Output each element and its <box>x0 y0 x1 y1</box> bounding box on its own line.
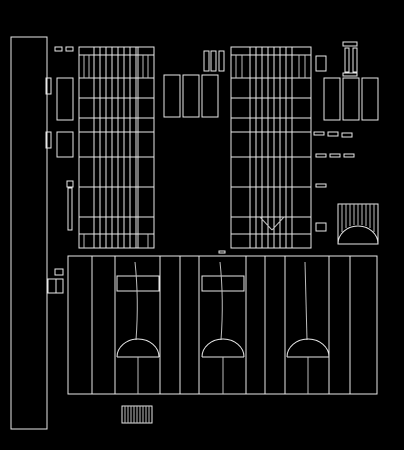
left-small-pieces <box>46 47 73 293</box>
center-marker <box>219 251 225 253</box>
left-tower-elevation <box>79 47 154 248</box>
bottom-small-grille <box>122 406 152 423</box>
middle-small-blocks <box>164 51 224 117</box>
tall-left-strip <box>11 37 47 429</box>
long-lower-elevation <box>68 256 377 394</box>
right-tower-elevation <box>231 47 311 248</box>
right-side-pieces <box>314 42 378 244</box>
